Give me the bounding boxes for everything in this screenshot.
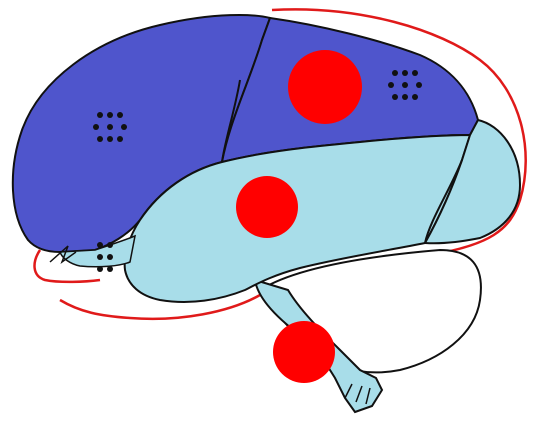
dot [402, 82, 408, 88]
highlight-circle-parietal [288, 50, 362, 124]
highlight-circle-temporal [236, 176, 298, 238]
dot [97, 242, 103, 248]
dot [107, 136, 113, 142]
dot [107, 124, 113, 130]
dot [402, 70, 408, 76]
dot-cluster-parietal [388, 70, 422, 100]
dot [412, 70, 418, 76]
dot [107, 254, 113, 260]
dot [107, 242, 113, 248]
dot [117, 136, 123, 142]
dot-cluster-frontal [93, 112, 127, 142]
dot [392, 94, 398, 100]
dot [392, 70, 398, 76]
dot [117, 112, 123, 118]
dot [97, 266, 103, 272]
dot [97, 254, 103, 260]
dot [107, 266, 113, 272]
highlight-circle-brainstem [273, 321, 335, 383]
dot [412, 94, 418, 100]
dot [97, 136, 103, 142]
dot [121, 124, 127, 130]
dot [107, 112, 113, 118]
dot [402, 94, 408, 100]
dot [388, 82, 394, 88]
dot [416, 82, 422, 88]
dot [93, 124, 99, 130]
dot [97, 112, 103, 118]
